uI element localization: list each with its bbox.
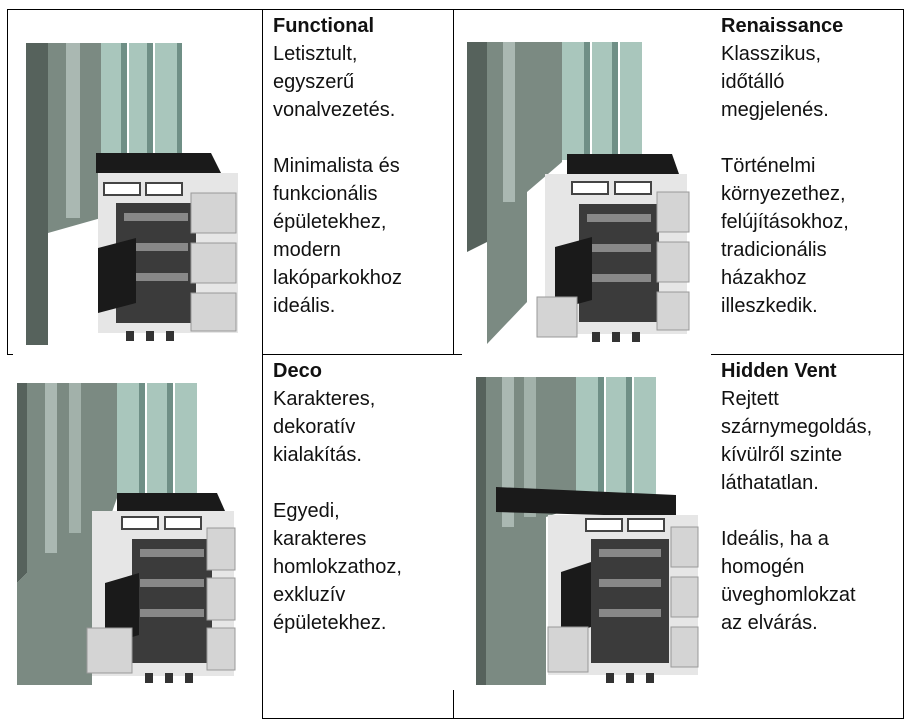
functional-title: Functional — [273, 15, 375, 37]
functional-desc-line: Letisztult, — [273, 43, 358, 65]
hidden-vent-title: Hidden Vent — [721, 360, 837, 382]
functional-desc-line: egyszerű — [273, 71, 355, 93]
renaissance-profile-image — [467, 42, 691, 344]
renaissance-use-line: tradicionális — [721, 239, 827, 261]
deco-desc-line: dekoratív — [273, 416, 356, 438]
table-border-top — [7, 9, 904, 10]
renaissance-use-line: környezethez, — [721, 183, 846, 205]
deco-desc-line: kialakítás. — [273, 444, 362, 466]
window-profile-graphic-functional — [26, 43, 238, 345]
functional-description: Functional Letisztult, egyszerű vonalvez… — [273, 12, 402, 320]
table-border-bottom — [262, 718, 904, 719]
functional-use-line: funkcionális — [273, 183, 378, 205]
deco-use-line: exkluzív — [273, 584, 346, 606]
deco-profile-image — [17, 383, 237, 685]
table-border-right — [903, 9, 904, 719]
table-divider-row-center — [262, 354, 462, 355]
deco-description: Deco Karakteres, dekoratív kialakítás. E… — [273, 357, 402, 637]
renaissance-title: Renaissance — [721, 15, 844, 37]
hidden-vent-description: Hidden Vent Rejtett szárnymegoldás, kívü… — [721, 357, 872, 637]
functional-use-line: Minimalista és — [273, 155, 400, 177]
renaissance-use-line: felújításokhoz, — [721, 211, 849, 233]
table-border-left — [7, 9, 8, 354]
renaissance-desc-line: időtálló — [721, 71, 785, 93]
hidden-vent-desc-line: szárnymegoldás, — [721, 416, 873, 438]
table-divider-row-right — [711, 354, 904, 355]
functional-use-line: épületekhez, — [273, 211, 387, 233]
renaissance-use-line: illeszkedik. — [721, 295, 818, 317]
hidden-vent-use-line: Ideális, ha a — [721, 528, 829, 550]
table-divider-col1 — [262, 9, 263, 719]
window-profile-graphic-hidden-vent — [476, 377, 699, 685]
deco-use-line: épületekhez. — [273, 612, 387, 634]
table-divider-mid — [453, 9, 454, 354]
window-profile-graphic-renaissance — [467, 42, 690, 344]
renaissance-desc-line: megjelenés. — [721, 99, 829, 121]
functional-use-line: modern — [273, 239, 341, 261]
table-divider-row-left — [7, 354, 13, 355]
renaissance-use-line: házakhoz — [721, 267, 807, 289]
hidden-vent-use-line: üveghomlokzat — [721, 584, 856, 606]
functional-use-line: ideális. — [273, 295, 336, 317]
renaissance-description: Renaissance Klasszikus, időtálló megjele… — [721, 12, 849, 320]
deco-use-line: karakteres — [273, 528, 367, 550]
hidden-vent-desc-line: láthatatlan. — [721, 472, 819, 494]
renaissance-desc-line: Klasszikus, — [721, 43, 822, 65]
hidden-vent-use-line: homogén — [721, 556, 805, 578]
hidden-vent-desc-line: Rejtett — [721, 388, 779, 410]
deco-desc-line: Karakteres, — [273, 388, 376, 410]
hidden-vent-desc-line: kívülről szinte — [721, 444, 843, 466]
functional-desc-line: vonalvezetés. — [273, 99, 396, 121]
renaissance-use-line: Történelmi — [721, 155, 816, 177]
deco-use-line: Egyedi, — [273, 500, 340, 522]
functional-profile-image — [26, 43, 240, 345]
hidden-vent-profile-image — [476, 377, 700, 685]
table-divider-mid-lower — [453, 690, 454, 719]
functional-use-line: lakóparkokhoz — [273, 267, 402, 289]
window-profile-graphic-deco — [17, 383, 236, 685]
deco-use-line: homlokzathoz, — [273, 556, 402, 578]
hidden-vent-use-line: az elvárás. — [721, 612, 818, 634]
deco-title: Deco — [273, 360, 322, 382]
